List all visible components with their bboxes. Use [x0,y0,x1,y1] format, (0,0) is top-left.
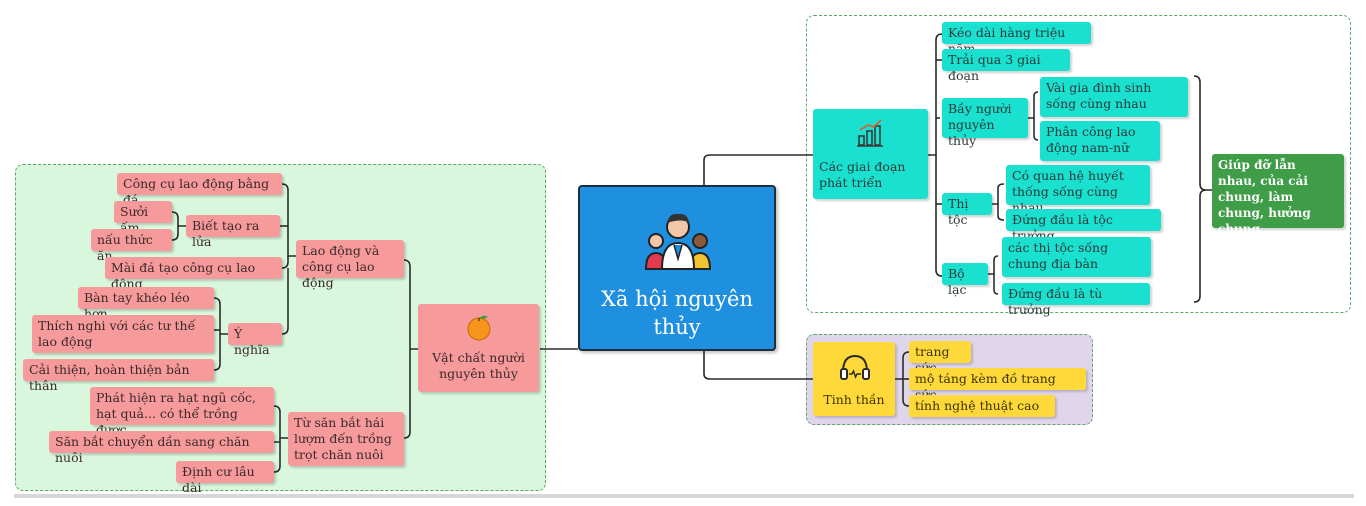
item-mo-tang[interactable]: mộ táng kèm đồ trang sức [909,368,1086,402]
orange-fruit-icon [467,315,491,341]
group-lao-dong[interactable]: Lao động và công cụ lao động [296,240,404,290]
item-label: Có quan hệ huyết thống sống cùng nhau [1012,168,1124,215]
central-topic-title: Xã hội nguyên thủy [600,287,753,339]
item-label: Phân công lao động nam-nữ [1046,124,1136,155]
item-keo-dai[interactable]: Kéo dài hàng triệu năm [942,22,1091,56]
right-bottom-root-label: Tinh thần [823,392,885,407]
summary-label: Giúp đỡ lẫn nhau, của cải chung, làm chu… [1218,158,1311,236]
bottom-shadow [14,494,1354,498]
item-label: Đứng đầu là tù trưởng [1008,286,1103,317]
item-label: tính nghệ thuật cao [915,398,1040,413]
item-label: Định cư lâu dài [182,464,255,495]
left-root-label: Vật chất người nguyên thủy [432,350,525,381]
people-group-icon [644,213,712,270]
item-label: Biết tạo ra lửa [192,218,260,249]
item-label: các thị tộc sống chung địa bàn [1008,240,1109,271]
item-label: Trải qua 3 giai đoạn [948,52,1041,83]
item-vai-gia-dinh[interactable]: Vài gia đình sinh sống cùng nhau [1040,77,1188,117]
item-trang-suc[interactable]: trang sức [909,341,971,375]
item-label: Bộ lạc [948,266,967,297]
item-bay-nguoi[interactable]: Bầy người nguyên thủy [942,98,1028,148]
item-phan-cong[interactable]: Phân công lao động nam-nữ [1040,121,1160,161]
item-nau-thuc-an[interactable]: nấu thức ăn [91,229,172,263]
item-trai-qua[interactable]: Trải qua 3 giai đoạn [942,49,1070,83]
item-biet-tao-lua[interactable]: Biết tạo ra lửa [186,215,280,249]
item-ban-tay[interactable]: Bàn tay khéo léo hơn [78,287,214,321]
item-tinh-nghe-thuat[interactable]: tính nghệ thuật cao [909,395,1055,417]
summary-node[interactable]: Giúp đỡ lẫn nhau, của cải chung, làm chu… [1212,154,1344,236]
bar-chart-icon [857,119,883,147]
item-label: Thị tộc [948,196,969,227]
item-label: Vài gia đình sinh sống cùng nhau [1046,80,1152,111]
item-label: Săn bắt chuyển dần sang chăn nuôi [55,434,250,465]
group-y-nghia[interactable]: Ý nghĩa [228,323,282,357]
item-cai-thien[interactable]: Cải thiện, hoàn thiện bản thân [23,359,214,393]
item-cong-cu-da[interactable]: Công cụ lao động bằng đá [117,173,282,207]
item-thi-toc[interactable]: Thị tộc [942,193,992,227]
item-co-quan-he[interactable]: Có quan hệ huyết thống sống cùng nhau [1006,165,1150,215]
right-top-root-node[interactable]: Các giai đoạn phát triển [813,109,928,199]
item-suoi-am[interactable]: Sưởi ấm [114,201,172,235]
item-label: Cải thiện, hoàn thiện bản thân [29,362,190,393]
item-san-bat-chuyen[interactable]: Săn bắt chuyển dần sang chăn nuôi [49,431,274,465]
item-thich-nghi[interactable]: Thích nghi với các tư thế lao động [32,315,214,353]
right-bottom-root-node[interactable]: Tinh thần [813,342,895,416]
group-lao-dong-label: Lao động và công cụ lao động [302,243,380,290]
item-label: Bầy người nguyên thủy [948,101,1012,148]
group-tu-san-bat-label: Từ săn bắt hái lượm đến trồng trọt chăn … [294,415,392,462]
item-label: Thích nghi với các tư thế lao động [38,318,196,349]
item-mai-da[interactable]: Mài đá tạo công cụ lao động [105,257,282,291]
right-top-root-label: Các giai đoạn phát triển [819,159,906,190]
item-cac-thi-toc[interactable]: các thị tộc sống chung địa bàn [1002,237,1151,277]
group-tu-san-bat[interactable]: Từ săn bắt hái lượm đến trồng trọt chăn … [288,412,404,466]
headphones-icon [840,354,870,380]
item-phat-hien[interactable]: Phát hiện ra hạt ngũ cốc, hạt quả... có … [90,387,274,437]
item-dinh-cu[interactable]: Định cư lâu dài [176,461,274,495]
group-y-nghia-label: Ý nghĩa [234,326,270,357]
central-topic[interactable]: Loigiaihay.com Xã hội nguyên thủy [578,185,1366,484]
item-dung-dau-toc[interactable]: Đứng đầu là tộc trưởng [1006,209,1161,243]
item-bo-lac[interactable]: Bộ lạc [942,263,988,297]
item-dung-dau-tu[interactable]: Đứng đầu là tù trưởng [1002,283,1150,317]
